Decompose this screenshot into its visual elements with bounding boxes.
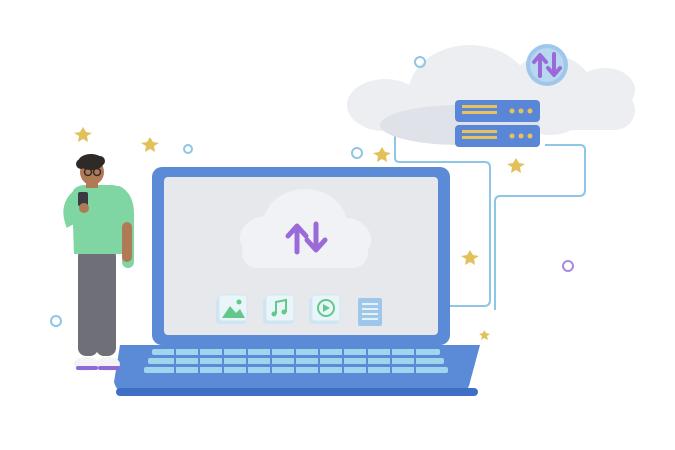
star-icon: [373, 147, 391, 162]
sync-badge-icon: [526, 44, 568, 86]
document-file-icon: [358, 298, 382, 326]
network-cables: [394, 130, 586, 310]
star-icon: [141, 137, 159, 152]
decorative-rings: [50, 56, 574, 327]
video-file-icon: [309, 294, 341, 324]
star-icon: [479, 330, 490, 340]
star-icon: [507, 158, 525, 173]
star-icon: [461, 250, 479, 265]
screen-cloud-upload-icon: [240, 189, 371, 268]
star-icon: [74, 127, 92, 142]
music-file-icon: [263, 294, 295, 324]
image-file-icon: [216, 294, 248, 324]
decorative-stars: [74, 127, 525, 340]
keyboard: [144, 349, 448, 373]
person-with-phone: [63, 154, 134, 371]
server-rack: [455, 100, 540, 147]
